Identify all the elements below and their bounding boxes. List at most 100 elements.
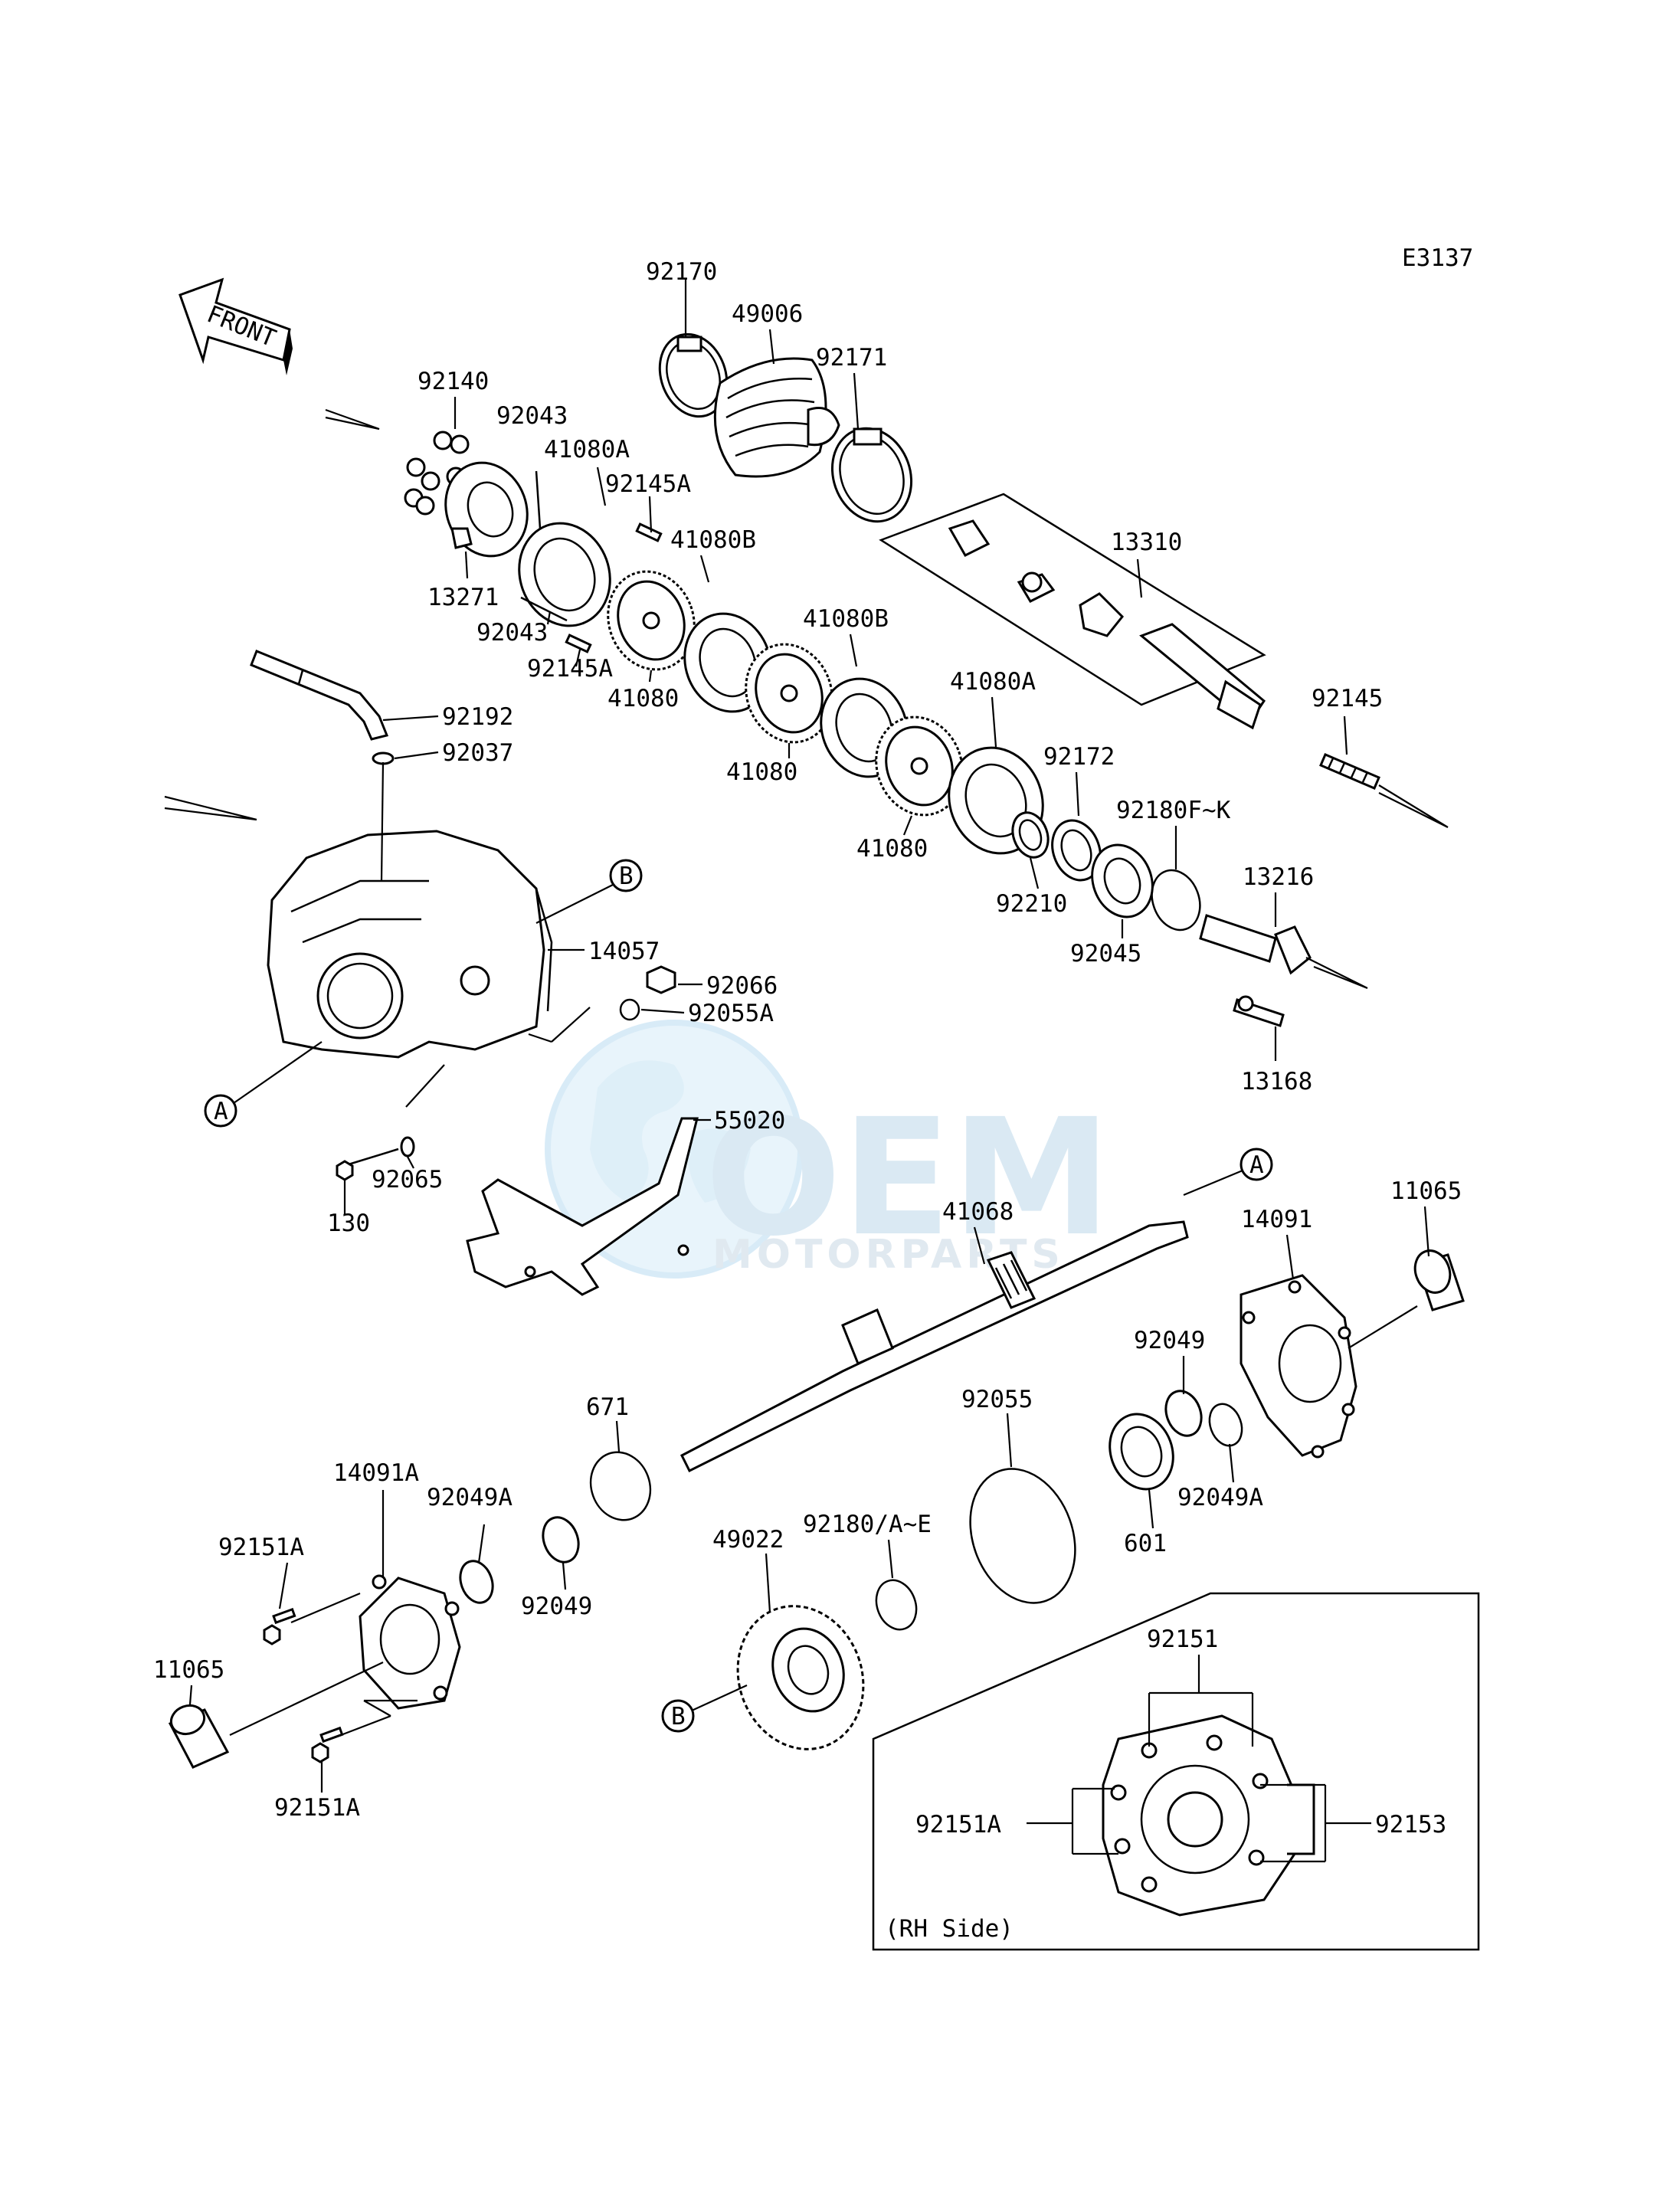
label-92140: 92140 [418, 368, 489, 395]
label-92151-inset: 92151 [1147, 1626, 1218, 1653]
label-13216: 13216 [1243, 863, 1314, 891]
label-92153-inset: 92153 [1375, 1811, 1446, 1838]
label-92151A-lower: 92151A [274, 1794, 360, 1822]
label-92055: 92055 [961, 1386, 1033, 1413]
svg-text:A: A [1249, 1151, 1264, 1179]
label-601: 601 [1124, 1530, 1167, 1557]
label-41080A-top: 41080A [544, 436, 630, 463]
housing-14057 [164, 795, 553, 1059]
label-92145: 92145 [1312, 685, 1383, 712]
pin-92145A-bottom [565, 634, 592, 653]
collar-92210 [1011, 811, 1050, 859]
label-92043-bottom: 92043 [476, 619, 548, 647]
label-92045: 92045 [1070, 940, 1141, 968]
watermark: OEM MOTORPARTS [545, 1020, 1112, 1279]
pinion-13216 [1199, 914, 1368, 990]
label-92172: 92172 [1043, 743, 1115, 771]
boot-clamp-92170 [658, 332, 729, 418]
friction-disc-41080-1 [607, 570, 696, 671]
label-41080A-2: 41080A [950, 668, 1036, 696]
label-671: 671 [586, 1393, 629, 1421]
cap-11065-right [1413, 1249, 1465, 1311]
part-labels: 92170 49006 92171 92140 92043 41080A 921… [153, 258, 1462, 1838]
label-92065: 92065 [372, 1166, 443, 1193]
o-ring-92055A [619, 998, 640, 1021]
label-92192: 92192 [442, 703, 513, 731]
housing-14091A [359, 1574, 461, 1710]
seal-92049-left [542, 1516, 580, 1563]
shim-92180F-K [1151, 869, 1201, 932]
inset-housing [1102, 1714, 1315, 1917]
housing-14091 [1240, 1274, 1357, 1459]
bolt-130 [336, 1148, 399, 1181]
front-arrow-shadow [283, 329, 293, 375]
label-14057: 14057 [588, 938, 660, 965]
svg-text:A: A [214, 1098, 228, 1125]
watermark-brand: OEM [705, 1084, 1112, 1272]
watermark-continents [590, 1060, 751, 1203]
svg-text:B: B [619, 863, 634, 890]
label-92055A: 92055A [688, 1000, 774, 1027]
front-arrow: FRONT [178, 277, 293, 375]
callout-A-shaft: A [1183, 1148, 1273, 1197]
label-13168: 13168 [1241, 1068, 1312, 1095]
clip-92037 [372, 751, 395, 765]
label-92171: 92171 [816, 344, 887, 372]
bracket-55020 [466, 1117, 699, 1296]
seal-92049A-left [459, 1560, 494, 1604]
callout-B-housing: B [535, 859, 643, 924]
shaft-41068 [680, 1220, 1189, 1473]
label-14091: 14091 [1241, 1206, 1312, 1233]
inset-caption: (RH Side) [885, 1915, 1014, 1943]
ring-gear-49022 [736, 1605, 865, 1750]
label-130: 130 [327, 1210, 370, 1237]
svg-text:B: B [671, 1703, 686, 1730]
label-13310: 13310 [1111, 529, 1182, 556]
label-11065-left: 11065 [153, 1656, 224, 1684]
label-41080-2: 41080 [726, 758, 797, 786]
label-92145A-top: 92145A [605, 470, 691, 498]
callout-B-gear: B [661, 1685, 748, 1733]
label-49006: 49006 [732, 300, 803, 328]
label-92151A-upper: 92151A [218, 1534, 304, 1561]
bearing-601 [1109, 1413, 1174, 1491]
o-ring-92055 [969, 1468, 1076, 1604]
cam-13271 [444, 461, 529, 558]
seal-92049-right [1164, 1390, 1203, 1437]
leader-lines [188, 280, 1430, 1863]
label-92170: 92170 [646, 258, 717, 286]
label-55020: 55020 [714, 1107, 785, 1135]
cap-11065-left [168, 1704, 230, 1769]
label-92043-top: 92043 [496, 402, 568, 430]
friction-disc-41080-3 [875, 715, 964, 817]
label-41080B-1: 41080B [670, 526, 756, 554]
label-11065-right: 11065 [1390, 1177, 1462, 1205]
label-41080B-2: 41080B [803, 605, 889, 633]
propeller-shaft-13310 [879, 493, 1266, 730]
nut-92066 [646, 965, 676, 994]
label-92049A-right: 92049A [1177, 1484, 1263, 1511]
bolt-92151A-lower [311, 1726, 344, 1763]
o-ring-671 [589, 1451, 652, 1521]
friction-disc-41080-2 [745, 643, 833, 744]
label-41080-3: 41080 [856, 835, 928, 863]
label-92180-A-E: 92180/A~E [803, 1511, 932, 1538]
label-92049-left: 92049 [521, 1593, 592, 1620]
breather-hose-92192 [250, 650, 389, 741]
pin-92145 [1319, 753, 1449, 828]
bolt-92151A-upper [263, 1607, 296, 1645]
label-13271: 13271 [427, 584, 499, 611]
clutch-plate-41080A-1 [518, 522, 611, 627]
label-92049-right: 92049 [1134, 1327, 1205, 1354]
diagram-code: E3137 [1402, 244, 1473, 272]
callout-A-housing: A [204, 1041, 323, 1128]
pin-92043 [520, 470, 568, 622]
pin-92145A-top [635, 522, 663, 542]
seal-92049A-right [1208, 1403, 1243, 1447]
bearing-92045 [1091, 843, 1154, 918]
seal-92172 [1051, 819, 1102, 882]
pin-13168 [1233, 995, 1285, 1027]
label-41068: 41068 [942, 1198, 1014, 1226]
label-92151A-inset: 92151A [915, 1811, 1001, 1838]
